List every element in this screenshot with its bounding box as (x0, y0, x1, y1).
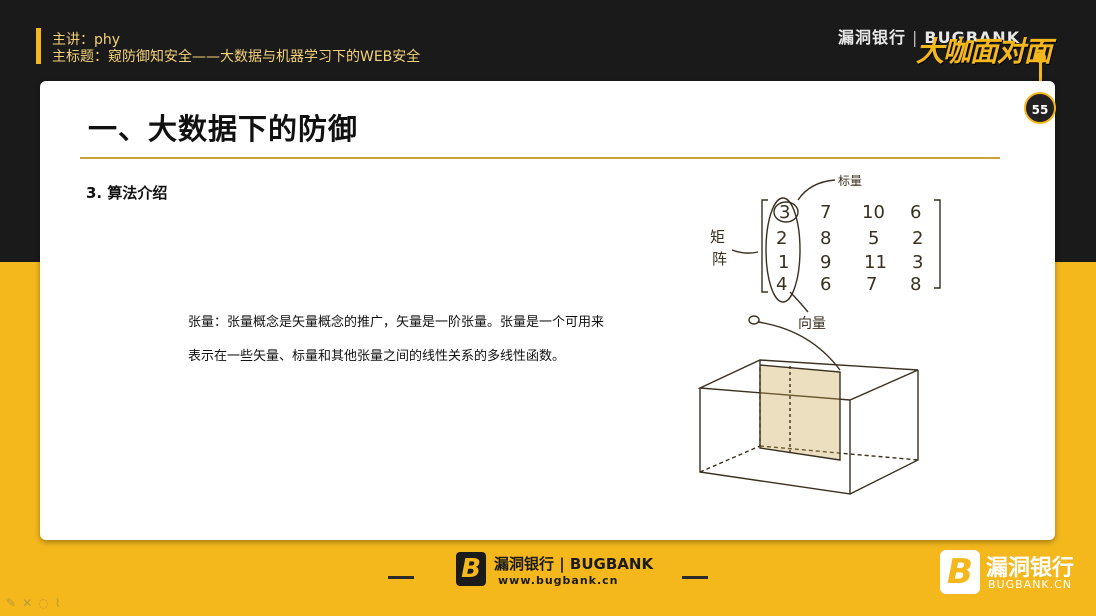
matrix-cell: 3 (779, 202, 790, 223)
tensor-sketch: 标量 3 7 10 6 2 8 5 2 1 9 11 3 4 6 7 8 矩 阵… (697, 174, 941, 495)
arrow-start-dot (748, 315, 760, 325)
slide-title: 一、大数据下的防御 (88, 112, 359, 146)
page-number-badge: 55 (1024, 92, 1056, 124)
matrix-cell: 9 (820, 252, 831, 273)
tensor-box (697, 359, 919, 495)
section-heading: 3. 算法介绍 (86, 184, 168, 202)
search-icon[interactable]: ◌ (38, 596, 55, 610)
footer-rule-left (388, 576, 414, 579)
matrix-arrow (731, 249, 759, 254)
vector-ellipse (765, 197, 801, 303)
brand-top: 漏洞银行 | BUGBANK (838, 24, 1020, 48)
matrix-cell: 6 (910, 202, 921, 223)
title-divider (80, 157, 1000, 159)
header-accent-bar (36, 28, 41, 64)
box-arrow (757, 321, 841, 371)
matrix-cell: 1 (778, 252, 789, 273)
matrix-cell: 11 (864, 252, 887, 273)
pin-icon (1035, 52, 1046, 63)
body-paragraph: 张量：张量概念是矢量概念的推广，矢量是一阶张量。张量是一个可用来 表示在一些矢量… (188, 306, 658, 374)
brand-separator: | (912, 28, 919, 47)
event-logo: 大咖面对面 (916, 35, 1052, 66)
matrix-cell: 7 (866, 274, 877, 295)
label-scalar: 标量 (838, 174, 862, 188)
highlighter-icon[interactable]: ⌇ (54, 596, 67, 610)
matrix-cell: 8 (820, 228, 831, 249)
pin-stem (1039, 60, 1042, 92)
footer-url: www.bugbank.cn (498, 574, 619, 587)
main-title-label: 主标题：窥防御知安全——大数据与机器学习下的WEB安全 (52, 49, 421, 65)
matrix-cell: 5 (868, 228, 879, 249)
matrix-cell: 3 (912, 252, 923, 273)
label-matrix-1: 矩 (710, 228, 725, 246)
matrix-bracket-left (761, 199, 768, 293)
scalar-circle (773, 201, 799, 223)
scalar-arrow (797, 179, 836, 201)
corner-logo-icon: B (940, 550, 980, 594)
close-icon[interactable]: ✕ (22, 596, 39, 610)
footer-rule-right (682, 576, 708, 579)
matrix-cell: 2 (776, 228, 787, 249)
presentation-toolbar[interactable]: ✎✕◌⌇ (6, 596, 66, 610)
label-matrix-2: 阵 (712, 250, 727, 268)
vector-arrow (789, 291, 809, 313)
corner-brand-name: 漏洞银行 (986, 556, 1075, 581)
matrix-cell: 2 (912, 228, 923, 249)
matrix-cell: 6 (820, 274, 831, 295)
matrix-cell: 10 (862, 202, 885, 223)
body-line-1: 张量：张量概念是矢量概念的推广，矢量是一阶张量。张量是一个可用来 (188, 315, 605, 330)
matrix-cell: 8 (910, 274, 921, 295)
corner-brand-sub: BUGBANK.CN (988, 578, 1073, 591)
footer-logo-icon: B (456, 552, 486, 586)
matrix-cell: 7 (820, 202, 831, 223)
matrix-bracket-right (934, 199, 941, 289)
brand-cn: 漏洞银行 (838, 28, 907, 47)
footer-brand: 漏洞银行 | BUGBANK (494, 555, 654, 573)
brand-en: BUGBANK (924, 28, 1021, 47)
speaker-label: 主讲：phy (52, 32, 121, 48)
label-vector: 向量 (798, 316, 826, 332)
tensor-slice (759, 364, 841, 461)
pen-icon[interactable]: ✎ (6, 596, 23, 610)
body-line-2: 表示在一些矢量、标量和其他张量之间的线性关系的多线性函数。 (188, 349, 566, 364)
matrix-cell: 4 (776, 274, 787, 295)
